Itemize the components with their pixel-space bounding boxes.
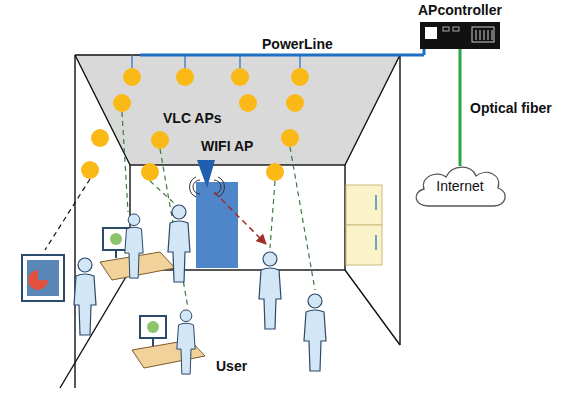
vlc-lamp [113, 94, 131, 112]
vlc-lamp [231, 68, 249, 86]
frame-line [345, 55, 400, 165]
cabinet [346, 185, 382, 265]
monitor [140, 316, 166, 338]
display-board [22, 255, 64, 301]
device-led [453, 27, 459, 31]
user-figure [304, 294, 326, 371]
board-frame [22, 255, 64, 301]
vlc-lamp [286, 94, 304, 112]
lamp-wire [131, 55, 132, 68]
monitor-icon [147, 321, 159, 333]
room-frame [60, 55, 400, 388]
light-beams [122, 112, 315, 308]
frame-line [345, 270, 400, 345]
wifi-ap-symbol [197, 160, 215, 188]
wifi-wave [190, 177, 196, 197]
cloud-outline [416, 167, 505, 206]
user-figure [168, 205, 190, 282]
power-line [140, 54, 424, 57]
part-label: VLC APs [163, 110, 222, 126]
device-body [420, 22, 500, 49]
user-figure [74, 258, 96, 335]
vlc-lamps [81, 68, 309, 181]
vlc-lamp [239, 94, 257, 112]
wifi-wave [214, 180, 221, 194]
vlc-lamp [123, 68, 141, 86]
display-bar [488, 30, 489, 40]
device-port [425, 27, 437, 39]
wifi-link [214, 192, 266, 244]
device-led [443, 27, 449, 31]
wifi-wave [193, 180, 200, 194]
wifi-wave [218, 177, 224, 197]
display-bar [480, 30, 481, 40]
cabinet-handle [375, 195, 377, 210]
light-beam [45, 179, 90, 250]
lamp-wire [239, 55, 240, 68]
pie-chart [28, 270, 48, 290]
light-beam [122, 112, 128, 212]
device-label: APcontroller [410, 2, 510, 18]
vlc-lamp [151, 131, 169, 149]
light-beam [290, 147, 315, 290]
board-screen [27, 260, 59, 296]
part-label: PowerLine [262, 36, 333, 52]
cabinet-part [346, 225, 382, 265]
device-display [472, 27, 494, 42]
display-bar [492, 30, 493, 40]
vlc-lamp [291, 68, 309, 86]
wifi-waves [190, 177, 225, 197]
cabinet-part [346, 185, 382, 225]
user-figure [177, 310, 195, 374]
vlc-lamp [81, 161, 99, 179]
light-beam [270, 181, 275, 248]
vlc-lamp [91, 129, 109, 147]
monitor-stand [152, 338, 154, 346]
part-label: WIFI AP [201, 138, 253, 154]
display-bar [484, 30, 485, 40]
lamp-wire [299, 55, 300, 68]
user-figure [259, 252, 281, 329]
vlc-lamp [176, 68, 194, 86]
vlc-lamp [266, 163, 284, 181]
vlc-lamp [141, 163, 159, 181]
cloud-label: Internet [436, 178, 483, 194]
edge-label: Optical fiber [470, 100, 552, 116]
optical-fiber-link [459, 49, 462, 166]
display-bar [476, 30, 477, 40]
monitor-stand [115, 250, 117, 258]
cabinet-handle [375, 235, 377, 250]
user-figure [125, 214, 143, 278]
device-case [420, 22, 500, 49]
user-label: User [216, 358, 247, 374]
frame-line [399, 55, 400, 345]
cloud-node: Internet [410, 162, 510, 214]
monitor-icon [110, 233, 122, 245]
lamp-wires [132, 55, 300, 68]
frame-line [74, 55, 75, 388]
light-beam [150, 181, 175, 204]
lamp-wire [184, 55, 185, 68]
frame-line [75, 55, 130, 165]
vlc-lamp [281, 129, 299, 147]
controller-box: APcontroller [410, 2, 510, 49]
